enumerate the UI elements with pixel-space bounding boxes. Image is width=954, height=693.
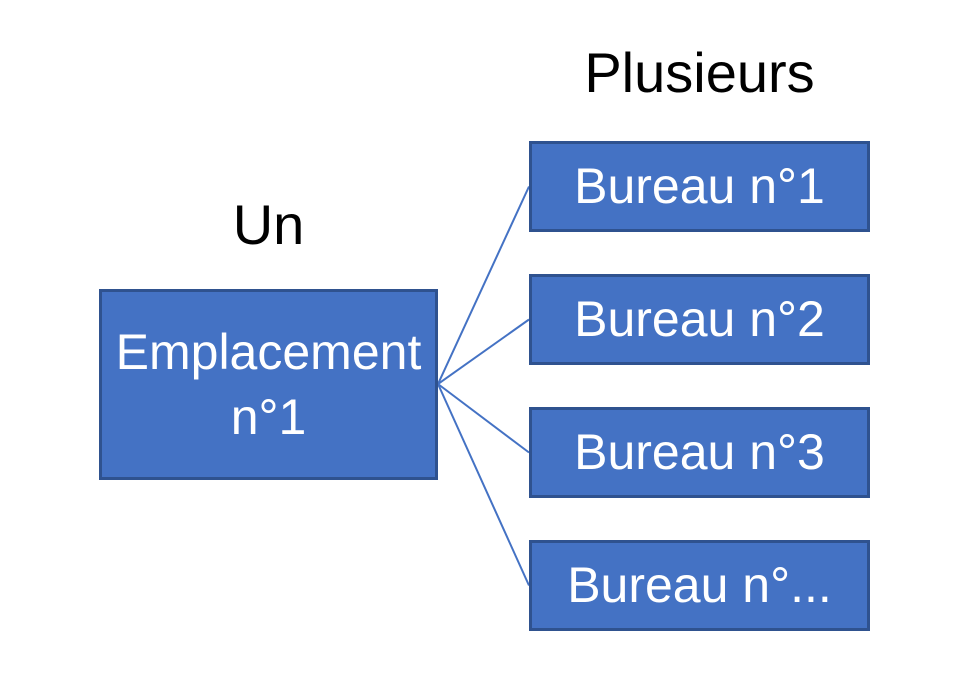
connector-line-2	[437, 318, 530, 385]
connector-line-3	[437, 383, 530, 454]
target-box-bureau-3: Bureau n°3	[529, 407, 870, 498]
target-box-bureau-2: Bureau n°2	[529, 274, 870, 365]
target-box-bureau-etc: Bureau n°...	[529, 540, 870, 631]
target-box-bureau-1: Bureau n°1	[529, 141, 870, 232]
heading-un: Un	[232, 193, 305, 256]
connector-line-1	[437, 186, 530, 385]
connector-line-4	[437, 383, 530, 586]
heading-plusieurs: Plusieurs	[584, 41, 815, 104]
source-box-emplacement: Emplacement n°1	[99, 289, 438, 480]
